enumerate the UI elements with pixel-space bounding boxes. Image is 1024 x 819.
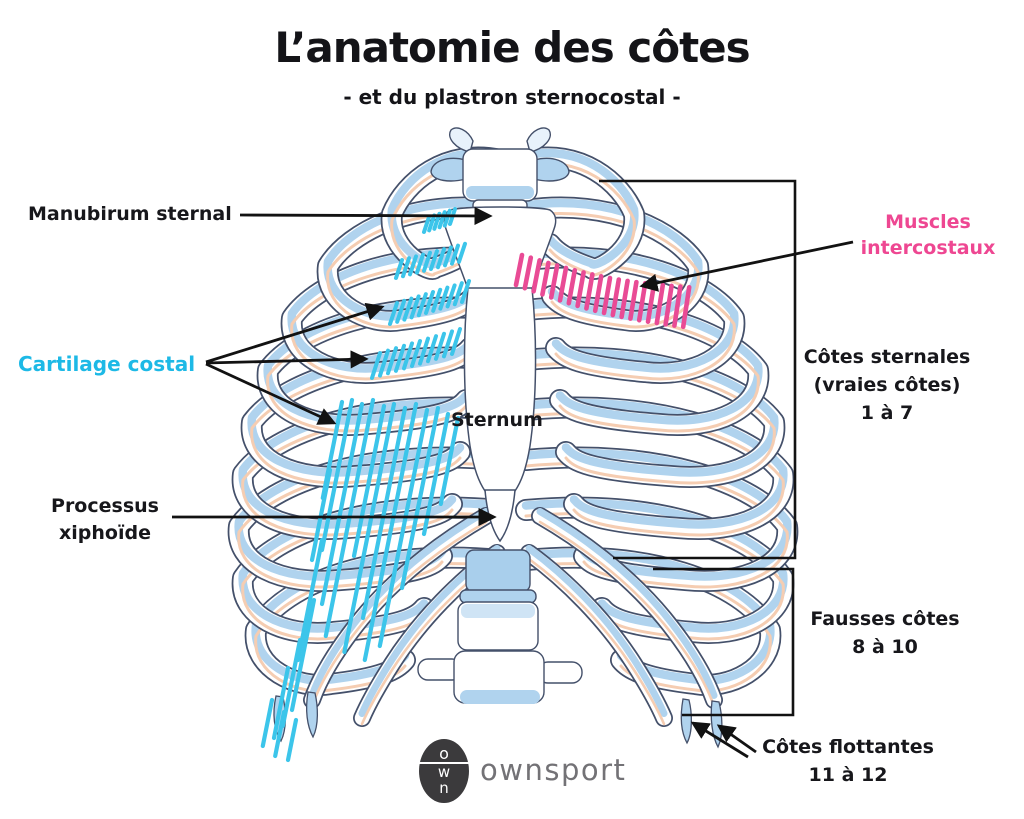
bracket-cotes-sternales bbox=[599, 179, 797, 560]
logo-letter-n: n bbox=[439, 779, 449, 797]
logo-letter-o: o bbox=[439, 744, 449, 763]
label-processus-line2: xiphoïde bbox=[59, 522, 151, 544]
annotation-arrows bbox=[172, 206, 854, 759]
label-flottantes-line1: Côtes flottantes bbox=[762, 736, 934, 758]
xiphoid-shape bbox=[484, 489, 516, 543]
label-cotes-sternales: Côtes sternales (vraies côtes) 1 à 7 bbox=[797, 343, 977, 427]
label-manubrium-sternal: Manubirum sternal bbox=[28, 203, 232, 225]
arrow-flottantes-2 bbox=[716, 724, 757, 754]
label-sternum: Sternum bbox=[451, 409, 543, 431]
label-muscles-line2: intercostaux bbox=[860, 237, 996, 259]
arrow-muscles bbox=[639, 240, 854, 292]
brackets bbox=[599, 179, 797, 717]
arrow-cartilage-3 bbox=[205, 362, 337, 425]
label-processus-xiphoide: Processus xiphoïde bbox=[25, 493, 185, 547]
lower-vertebrae bbox=[417, 549, 583, 704]
page-subtitle: - et du plastron sternocostal - bbox=[343, 85, 681, 109]
ownsport-logo: o w n ownsport bbox=[414, 735, 674, 807]
bracket-fausses-cotes bbox=[653, 567, 795, 717]
label-flottantes-line2: 11 à 12 bbox=[808, 764, 888, 786]
arrow-cartilage-2 bbox=[205, 350, 369, 369]
label-muscles-intercostaux: Muscles intercostaux bbox=[853, 209, 1003, 261]
ownsport-logo-icon: o w n bbox=[419, 739, 469, 803]
label-sternales-line1: Côtes sternales bbox=[803, 346, 971, 368]
arrow-cartilage-1 bbox=[205, 302, 385, 364]
page-title: L’anatomie des côtes bbox=[274, 23, 750, 72]
label-muscles-line1: Muscles bbox=[885, 211, 971, 233]
manubrium-shape bbox=[443, 206, 557, 290]
label-cotes-flottantes: Côtes flottantes 11 à 12 bbox=[758, 733, 938, 789]
label-fausses-cotes: Fausses côtes 8 à 10 bbox=[795, 605, 975, 661]
logo-brand-text: ownsport bbox=[480, 753, 627, 787]
label-processus-line1: Processus bbox=[51, 495, 159, 517]
intercostal-muscle-hatching bbox=[513, 252, 692, 330]
label-sternales-line3: 1 à 7 bbox=[860, 402, 914, 424]
top-vertebra bbox=[430, 127, 570, 214]
label-fausses-line1: Fausses côtes bbox=[810, 608, 960, 630]
label-cartilage-costal: Cartilage costal bbox=[18, 352, 196, 376]
label-fausses-line2: 8 à 10 bbox=[852, 636, 918, 658]
arrow-manubrium bbox=[239, 206, 493, 226]
label-sternales-line2: (vraies côtes) bbox=[813, 374, 961, 396]
sternum-body-shape bbox=[463, 287, 537, 492]
logo-letter-w: w bbox=[438, 763, 450, 781]
